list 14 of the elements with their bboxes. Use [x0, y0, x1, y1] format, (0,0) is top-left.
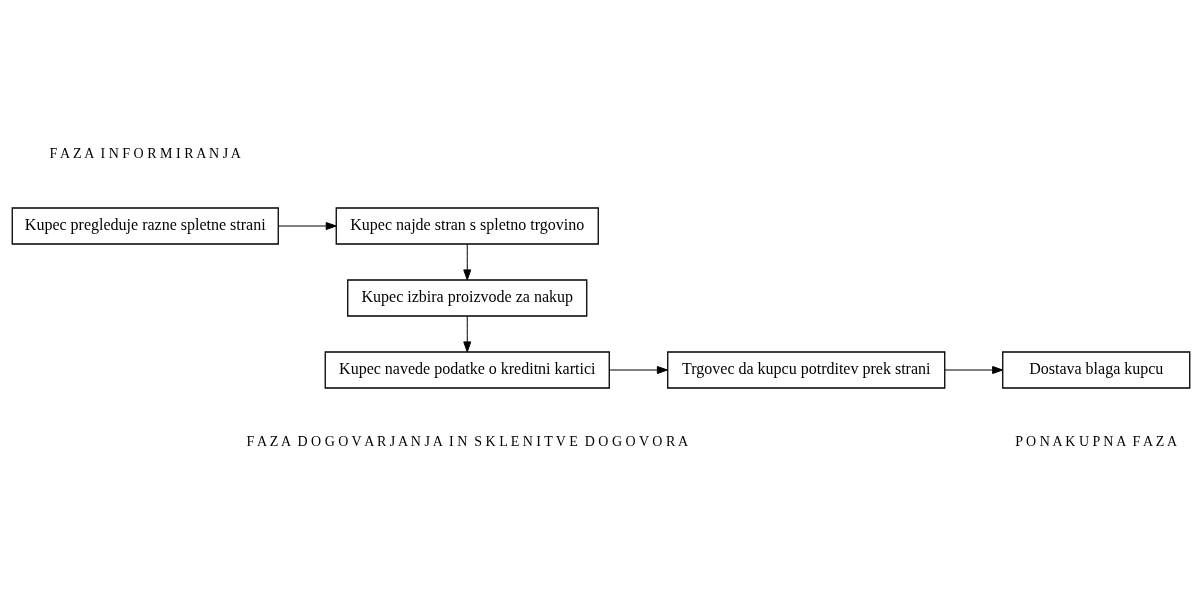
arrow: [463, 243, 472, 281]
arrow: [608, 366, 668, 374]
label: F A Z A I N F O R M I R A N J A: [49, 145, 241, 161]
node-box: Dostava blaga kupcu: [1002, 351, 1191, 389]
node-box: Kupec izbira proizvode za nakup: [347, 279, 588, 317]
node-box: Kupec najde stran s spletno trgovino: [335, 207, 599, 245]
arrow: [463, 315, 472, 353]
label: P O N A K U P N A F A Z A: [1015, 433, 1178, 449]
node-box: Kupec pregleduje razne spletne strani: [11, 207, 279, 245]
label: F A Z A D O G O V A R J A N J A I N S K L E N I T V E D O G O V O R A: [246, 433, 689, 449]
node-box: Trgovec da kupcu potrditev prek strani: [667, 351, 946, 389]
node-box: Kupec navede podatke o kreditni kartici: [324, 351, 610, 389]
arrow: [944, 366, 1004, 374]
arrow: [277, 222, 337, 230]
